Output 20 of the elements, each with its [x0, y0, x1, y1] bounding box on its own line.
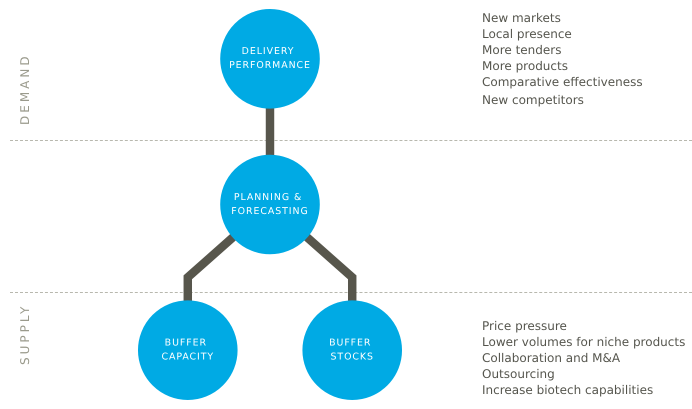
section-label: DEMAND — [18, 53, 32, 125]
connector — [266, 108, 274, 156]
node-circle: BUFFER STOCKS — [302, 300, 402, 400]
section-label: SUPPLY — [18, 304, 32, 365]
list-item: Outsourcing — [482, 366, 555, 382]
connector — [304, 234, 356, 301]
list-item: New competitors — [482, 92, 584, 108]
list-item: More products — [482, 58, 568, 74]
list-item: More tenders — [482, 42, 562, 58]
list-item: Increase biotech capabilities — [482, 382, 654, 398]
list-item: Price pressure — [482, 318, 567, 334]
list-item: Comparative effectiveness — [482, 74, 643, 90]
list-item: Lower volumes for niche products — [482, 334, 686, 350]
list-item: New markets — [482, 10, 561, 26]
list-item: Collaboration and M&A — [482, 350, 620, 366]
node-circle: DELIVERY PERFORMANCE — [220, 9, 320, 109]
node-circle: BUFFER CAPACITY — [138, 300, 238, 400]
list-item: Local presence — [482, 26, 572, 42]
connector — [184, 234, 236, 301]
node-circle: PLANNING & FORECASTING — [220, 154, 320, 254]
